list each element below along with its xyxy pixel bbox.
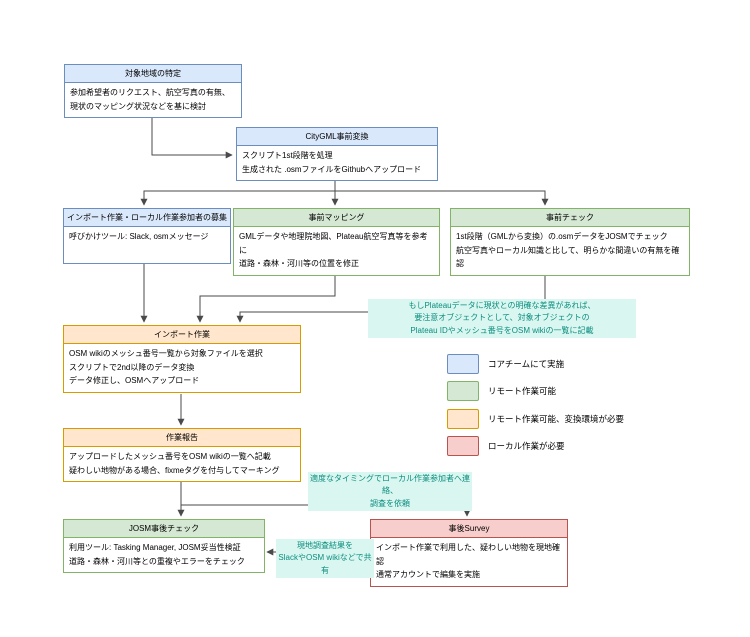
node-import-work: インポート作業 OSM wikiのメッシュ番号一覧から対象ファイルを選択 スクリ…	[63, 325, 301, 393]
node-post-survey-title: 事後Survey	[371, 520, 567, 538]
node-citygml-body: スクリプト1st段階を処理 生成された .osmファイルをGithubへアップロ…	[242, 151, 422, 174]
node-pre-mapping-body: GMLデータや地理院地図、Plateau航空写真等を参考に 道路・森林・河川等の…	[239, 232, 428, 269]
legend-swatch-blue	[447, 354, 479, 374]
legend-item-core-team: コアチームにて実施	[447, 354, 565, 374]
legend-item-remote-with-env: リモート作業可能、変換環境が必要	[447, 409, 625, 429]
legend-label-remote-possible: リモート作業可能	[488, 386, 557, 396]
node-recruit-title: インポート作業・ローカル作業参加者の募集	[64, 209, 230, 227]
node-pre-mapping: 事前マッピング GMLデータや地理院地図、Plateau航空写真等を参考に 道路…	[233, 208, 440, 276]
node-target-area: 対象地域の特定 参加希望者のリクエスト、航空写真の有無、 現状のマッピング状況な…	[64, 64, 242, 119]
legend-item-remote-possible: リモート作業可能	[447, 381, 557, 401]
node-recruit-body: 呼びかけツール: Slack, osmメッセージ	[69, 232, 209, 241]
node-josm-post-check-title: JOSM事後チェック	[64, 520, 264, 538]
annotation-contact-local-participants: 適度なタイミングでローカル作業参加者へ連絡、 調査を依頼	[308, 472, 472, 512]
node-josm-post-check: JOSM事後チェック 利用ツール: Tasking Manager, JOSM妥…	[63, 519, 265, 574]
legend-label-core-team: コアチームにて実施	[488, 359, 565, 369]
edge-premapping-to-import	[196, 263, 336, 323]
node-import-work-body: OSM wikiのメッシュ番号一覧から対象ファイルを選択 スクリプトで2nd以降…	[69, 349, 263, 386]
node-pre-check-body: 1st段階（GMLから変換）の.osmデータをJOSMでチェック 航空写真やロー…	[456, 232, 680, 269]
edge-citygml-to-precheck	[335, 190, 549, 206]
node-target-area-title: 対象地域の特定	[65, 65, 241, 83]
annotation-plateau-difference: もしPlateauデータに現状との明確な差異があれば、 要注意オブジェクトとして…	[368, 299, 636, 339]
node-import-work-title: インポート作業	[64, 326, 300, 344]
legend-label-remote-with-env: リモート作業可能、変換環境が必要	[488, 414, 625, 424]
annotation-share-survey-results: 現地調査結果を SlackやOSM wikiなどで共有	[276, 539, 374, 579]
node-pre-mapping-title: 事前マッピング	[234, 209, 439, 227]
node-citygml-preconversion: CityGML事前変換 スクリプト1st段階を処理 生成された .osmファイル…	[236, 127, 438, 182]
node-josm-post-check-body: 利用ツール: Tasking Manager, JOSM妥当性検証 道路・森林・…	[69, 543, 245, 566]
node-pre-check: 事前チェック 1st段階（GMLから変換）の.osmデータをJOSMでチェック …	[450, 208, 690, 276]
legend-label-local-required: ローカル作業が必要	[488, 441, 565, 451]
legend-swatch-orange	[447, 409, 479, 429]
legend-swatch-pink	[447, 436, 479, 456]
node-work-report-body: アップロードしたメッシュ番号をOSM wikiの一覧へ記載 疑わしい地物がある場…	[69, 452, 280, 475]
node-post-survey: 事後Survey インポート作業で利用した、疑わしい地物を現地確認 通常アカウン…	[370, 519, 568, 587]
node-post-survey-body: インポート作業で利用した、疑わしい地物を現地確認 通常アカウントで編集を実施	[376, 543, 560, 580]
node-recruit-participants: インポート作業・ローカル作業参加者の募集 呼びかけツール: Slack, osm…	[63, 208, 231, 264]
node-citygml-title: CityGML事前変換	[237, 128, 437, 146]
node-work-report-title: 作業報告	[64, 429, 300, 447]
node-pre-check-title: 事前チェック	[451, 209, 689, 227]
legend-item-local-required: ローカル作業が必要	[447, 436, 565, 456]
edge-target-to-citygml	[151, 108, 233, 159]
node-target-area-body: 参加希望者のリクエスト、航空写真の有無、 現状のマッピング状況などを基に検討	[70, 88, 230, 111]
edge-citygml-to-recruit	[140, 190, 335, 206]
node-work-report: 作業報告 アップロードしたメッシュ番号をOSM wikiの一覧へ記載 疑わしい地…	[63, 428, 301, 483]
legend-swatch-green	[447, 381, 479, 401]
